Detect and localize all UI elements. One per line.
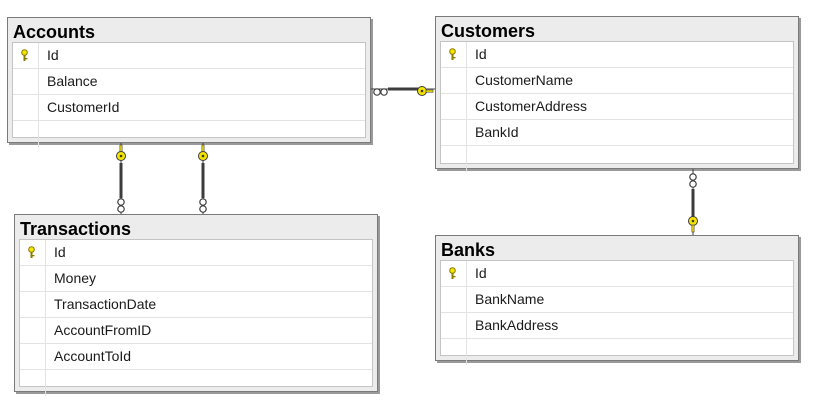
column-name: BankId <box>475 124 519 140</box>
column-name: TransactionDate <box>54 296 157 312</box>
key-icon <box>28 246 35 258</box>
infinity-icon <box>373 88 388 96</box>
column-grid: Id Balance CustomerId <box>12 42 366 147</box>
key-icon <box>198 144 208 161</box>
key-icon <box>449 267 456 279</box>
key-icon <box>449 48 456 60</box>
column-name: Balance <box>47 73 98 89</box>
table-title: Customers <box>441 21 536 41</box>
column-row[interactable]: BankId <box>441 120 793 146</box>
column-grid: Id BankName BankAddress <box>440 260 794 365</box>
table-banks[interactable]: Banks Id BankName BankAddress <box>435 235 799 365</box>
column-name: AccountToId <box>54 348 132 364</box>
column-row[interactable]: Id <box>20 240 372 266</box>
column-name: CustomerName <box>475 72 574 88</box>
column-row[interactable]: TransactionDate <box>20 292 372 318</box>
column-row[interactable]: CustomerAddress <box>441 94 793 120</box>
infinity-icon <box>199 198 207 213</box>
column-grid: Id CustomerName CustomerAddress BankId <box>440 41 794 172</box>
key-icon <box>688 216 698 233</box>
relationship-line-customers-accounts[interactable] <box>371 86 435 96</box>
column-row[interactable]: CustomerName <box>441 68 793 94</box>
column-row[interactable]: Money <box>20 266 372 292</box>
relationship-line-accounts-transactions-to[interactable] <box>198 143 208 214</box>
column-name: Id <box>54 244 66 260</box>
column-grid: Id Money TransactionDate AccountFromID A… <box>19 239 373 396</box>
infinity-icon <box>689 173 697 188</box>
column-name: BankAddress <box>475 317 559 333</box>
column-row[interactable]: BankAddress <box>441 313 793 339</box>
column-row[interactable]: AccountToId <box>20 344 372 370</box>
column-row[interactable]: CustomerId <box>13 95 365 121</box>
column-name: Money <box>54 270 97 286</box>
column-name: BankName <box>475 291 545 307</box>
table-title: Accounts <box>13 22 96 42</box>
new-column-row[interactable] <box>441 146 793 172</box>
new-column-row[interactable] <box>20 370 372 396</box>
new-column-row[interactable] <box>13 121 365 147</box>
relationship-line-accounts-transactions-from[interactable] <box>116 143 126 214</box>
key-icon <box>21 49 28 61</box>
column-row[interactable]: BankName <box>441 287 793 313</box>
column-name: CustomerId <box>47 99 120 115</box>
column-row[interactable]: Id <box>441 261 793 287</box>
column-row[interactable]: AccountFromID <box>20 318 372 344</box>
infinity-icon <box>117 198 125 213</box>
key-icon <box>116 144 126 161</box>
column-name: Id <box>47 47 59 63</box>
column-row[interactable]: Id <box>441 42 793 68</box>
relationship-line-banks-customers[interactable] <box>688 169 698 235</box>
column-row[interactable]: Id <box>13 43 365 69</box>
new-column-row[interactable] <box>441 339 793 365</box>
key-icon <box>417 86 434 96</box>
column-row[interactable]: Balance <box>13 69 365 95</box>
table-title: Banks <box>441 240 496 260</box>
column-name: Id <box>475 46 487 62</box>
table-customers[interactable]: Customers Id CustomerName CustomerAddres… <box>435 16 799 172</box>
table-accounts[interactable]: Accounts Id Balance CustomerId <box>7 17 371 147</box>
column-name: AccountFromID <box>54 322 152 338</box>
column-name: Id <box>475 265 487 281</box>
column-name: CustomerAddress <box>475 98 588 114</box>
table-transactions[interactable]: Transactions Id Money TransactionDate Ac… <box>14 214 378 396</box>
table-title: Transactions <box>20 219 132 239</box>
